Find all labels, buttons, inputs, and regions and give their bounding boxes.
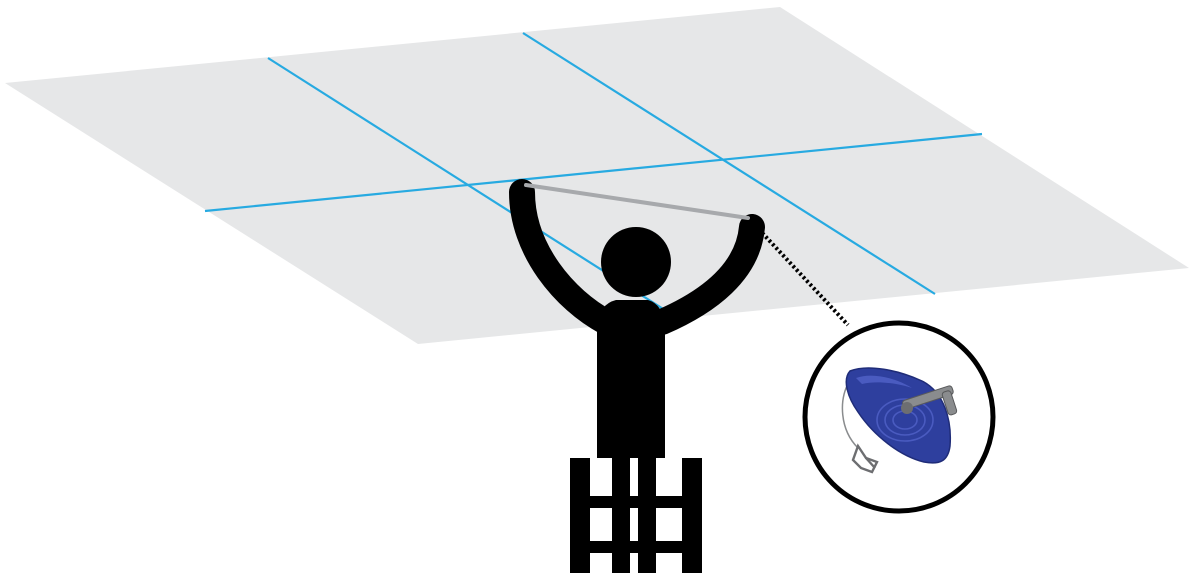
- stand-rail-top: [570, 496, 702, 508]
- chalk-reel-detail: [805, 323, 993, 511]
- stand-post-mid-right: [638, 458, 656, 573]
- ceiling-plane: [5, 7, 1189, 344]
- person-head: [601, 227, 671, 297]
- stand-post-left: [570, 458, 590, 573]
- stand-post-right: [682, 458, 702, 573]
- stand-post-mid-left: [612, 458, 630, 573]
- scaffold-stand: [570, 458, 702, 573]
- stand-rail-bottom: [570, 541, 702, 553]
